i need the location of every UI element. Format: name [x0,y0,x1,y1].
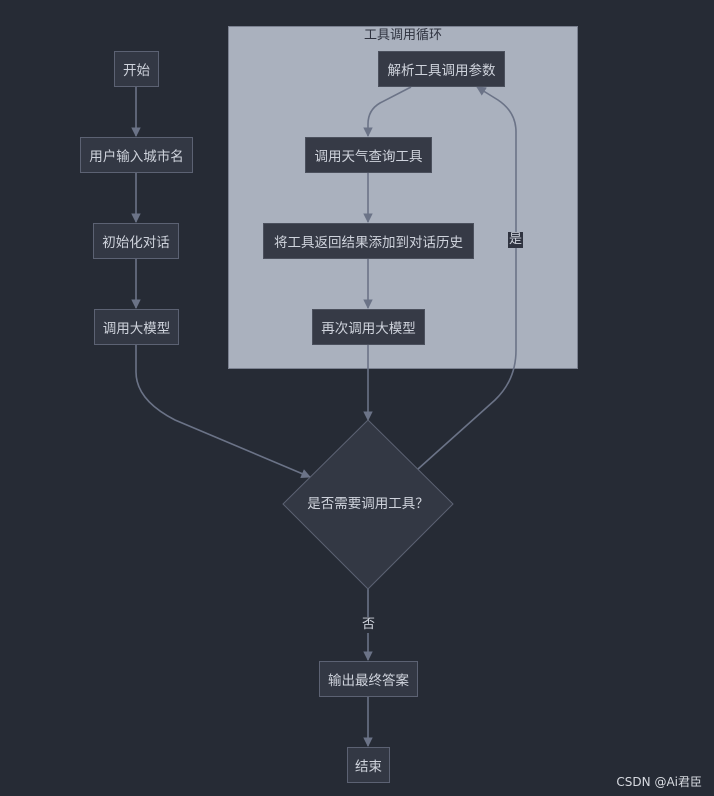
decision-diamond [282,419,454,590]
decision-label: 是否需要调用工具？ [307,496,429,512]
watermark: CSDN @Ai君臣 [616,775,702,789]
edge-parse-to-weather [363,86,412,137]
node-input-city: 用户输入城市名 [80,137,193,173]
node-init-dialog: 初始化对话 [93,223,179,259]
edge-label-yes: 是 [508,232,524,248]
node-call-llm-again: 再次调用大模型 [312,309,425,345]
edge-decision-yes-to-parse [417,86,517,470]
node-call-weather: 调用天气查询工具 [305,137,432,173]
node-parse-params: 解析工具调用参数 [378,51,505,87]
node-call-llm: 调用大模型 [94,309,179,345]
node-start: 开始 [114,51,159,87]
node-output-answer: 输出最终答案 [319,661,418,697]
subgraph-title: 工具调用循环 [363,28,442,43]
edge-label-no: 否 [361,617,377,633]
node-append-history: 将工具返回结果添加到对话历史 [263,223,474,259]
node-end: 结束 [347,747,390,783]
edge-llm-to-decision [135,345,311,479]
